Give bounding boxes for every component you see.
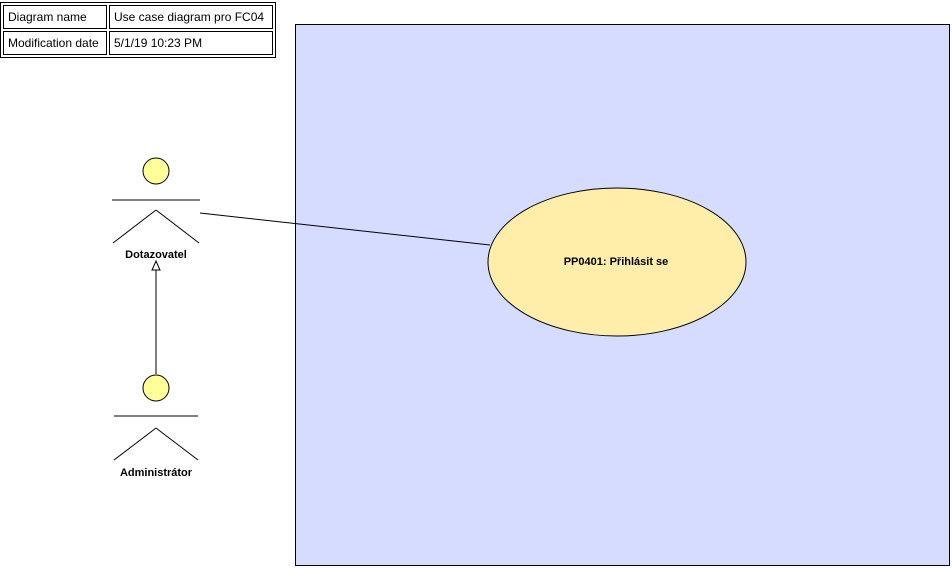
info-row-diagram-name: Diagram name Use case diagram pro FC04 — [3, 5, 273, 29]
use-case-pp0401[interactable]: PP0401: Přihlásit se — [487, 187, 747, 337]
actor-administrator[interactable]: Administrátor — [113, 374, 199, 479]
info-key-diagram-name: Diagram name — [3, 5, 107, 29]
actor-head — [142, 157, 170, 185]
actor-head — [142, 374, 170, 402]
generalization-arrowhead — [151, 259, 161, 271]
use-case-label: PP0401: Přihlásit se — [564, 256, 669, 268]
actor-dotazovatel[interactable]: Dotazovatel — [112, 157, 200, 261]
info-key-modification-date: Modification date — [3, 31, 107, 55]
diagram-info-table: Diagram name Use case diagram pro FC04 M… — [0, 2, 276, 58]
actor-label-dotazovatel: Dotazovatel — [125, 249, 187, 261]
info-value-modification-date: 5/1/19 10:23 PM — [109, 31, 273, 55]
info-row-modification-date: Modification date 5/1/19 10:23 PM — [3, 31, 273, 55]
actor-right-leg — [155, 427, 199, 461]
actor-right-leg — [155, 209, 200, 244]
actor-label-administrator: Administrátor — [120, 467, 193, 479]
actor-left-leg — [113, 427, 157, 461]
use-case-ellipse — [487, 187, 747, 337]
association-line[interactable] — [199, 212, 491, 246]
info-value-diagram-name: Use case diagram pro FC04 — [109, 5, 273, 29]
actor-left-leg — [112, 209, 157, 244]
